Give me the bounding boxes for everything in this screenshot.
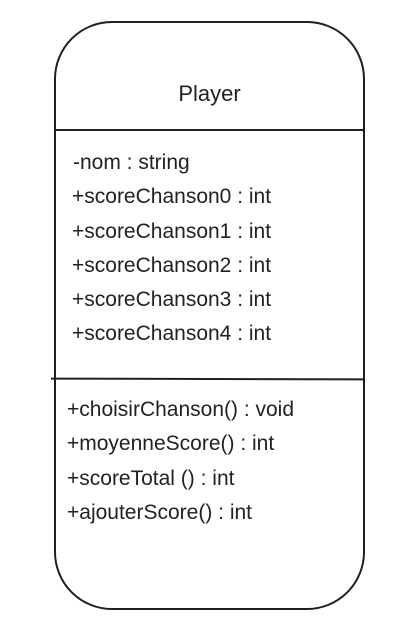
attribute-item: +scoreChanson3 : int: [72, 288, 272, 312]
uml-class-box: [54, 21, 365, 610]
attribute-item: +scoreChanson0 : int: [72, 185, 272, 209]
attribute-item: +scoreChanson4 : int: [72, 322, 272, 346]
attribute-item: -nom : string: [73, 151, 190, 174]
method-item: +ajouterScore() : int: [67, 500, 253, 524]
name-compartment-divider: [54, 129, 365, 131]
class-name: Player: [178, 81, 241, 106]
attribute-item: +scoreChanson1 : int: [72, 219, 272, 243]
attribute-list: -nom : string +scoreChanson0 : int +scor…: [72, 148, 271, 354]
method-item: +choisirChanson() : void: [67, 398, 295, 421]
method-item: +moyenneScore() : int: [67, 432, 275, 456]
attribute-item: +scoreChanson2 : int: [72, 253, 272, 277]
method-item: +scoreTotal () : int: [67, 466, 235, 490]
method-list: +choisirChanson() : void +moyenneScore()…: [67, 395, 294, 532]
